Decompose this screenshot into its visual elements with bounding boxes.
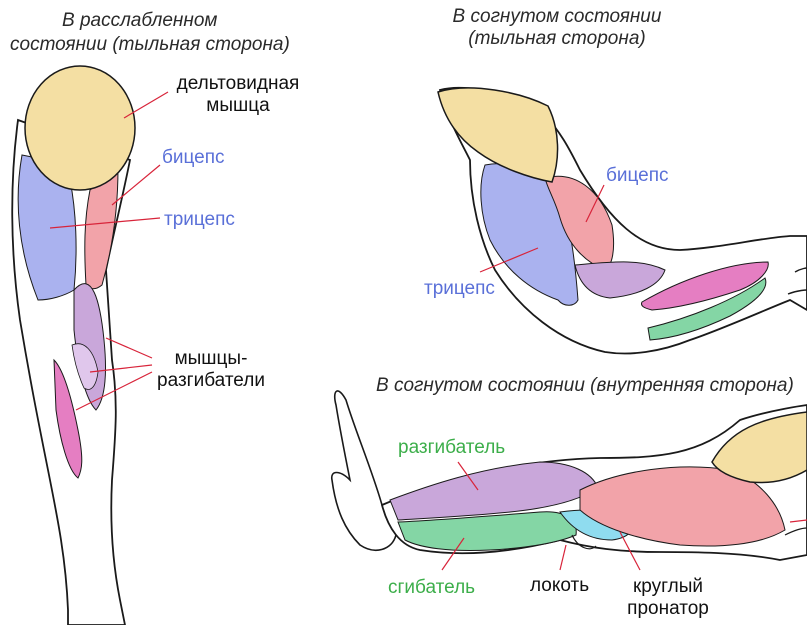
bent-inner-deltoid-shape [711, 411, 807, 484]
bent-inner-biceps-shape [579, 466, 786, 547]
elbow-label: локоть [530, 575, 590, 596]
relaxed-extensor-light-shape [71, 343, 99, 390]
bent-back-flexor-shape [647, 277, 767, 341]
extensor-label: разгибатель [398, 437, 506, 458]
flexor-label: сгибатель [388, 577, 476, 598]
relaxed-title-line1: В расслабленном [62, 10, 218, 31]
bent-back-extensor-shape [574, 261, 666, 299]
relaxed-extensor-pink-shape [53, 358, 83, 479]
deltoid-label-line2: мышца [206, 95, 270, 116]
relaxed-title-line2: состоянии (тыльная сторона) [10, 34, 290, 55]
bent-inner-flexor-shape [397, 511, 577, 551]
pronator-label-line1: круглый [632, 576, 704, 597]
biceps-label-2: бицепс [606, 165, 669, 186]
extensors-label-line2: разгибатели [157, 370, 265, 391]
relaxed-arm-figure [11, 65, 169, 625]
bent-back-extensor-pink-shape [641, 261, 769, 311]
bent-inner-hand-outline [330, 390, 397, 551]
triceps-label: трицепс [164, 209, 235, 230]
bent-back-leader-lines [479, 184, 605, 273]
pronator-label-line2: пронатор [627, 598, 709, 619]
bent-back-title-line2: (тыльная сторона) [468, 28, 646, 49]
bent-inner-arm-figure [330, 390, 807, 571]
bent-back-deltoid-shape [437, 87, 559, 183]
triceps-label-2: трицепс [424, 278, 495, 299]
bent-inner-elbow-shape [571, 534, 597, 550]
deltoid-label-line1: дельтовидная [176, 73, 300, 94]
extensors-label-line1: мышцы- [174, 348, 248, 369]
biceps-label: бицепс [162, 147, 225, 168]
bent-inner-leader-lines [441, 461, 807, 571]
bent-back-title-line1: В согнутом состоянии [452, 6, 662, 27]
bent-back-arm-figure [437, 86, 807, 355]
bent-inner-shoulder-line [784, 527, 807, 536]
bent-inner-title: В согнутом состоянии (внутренняя сторона… [376, 375, 794, 396]
relaxed-leader-lines [49, 91, 169, 411]
relaxed-deltoid-shape [24, 65, 136, 191]
